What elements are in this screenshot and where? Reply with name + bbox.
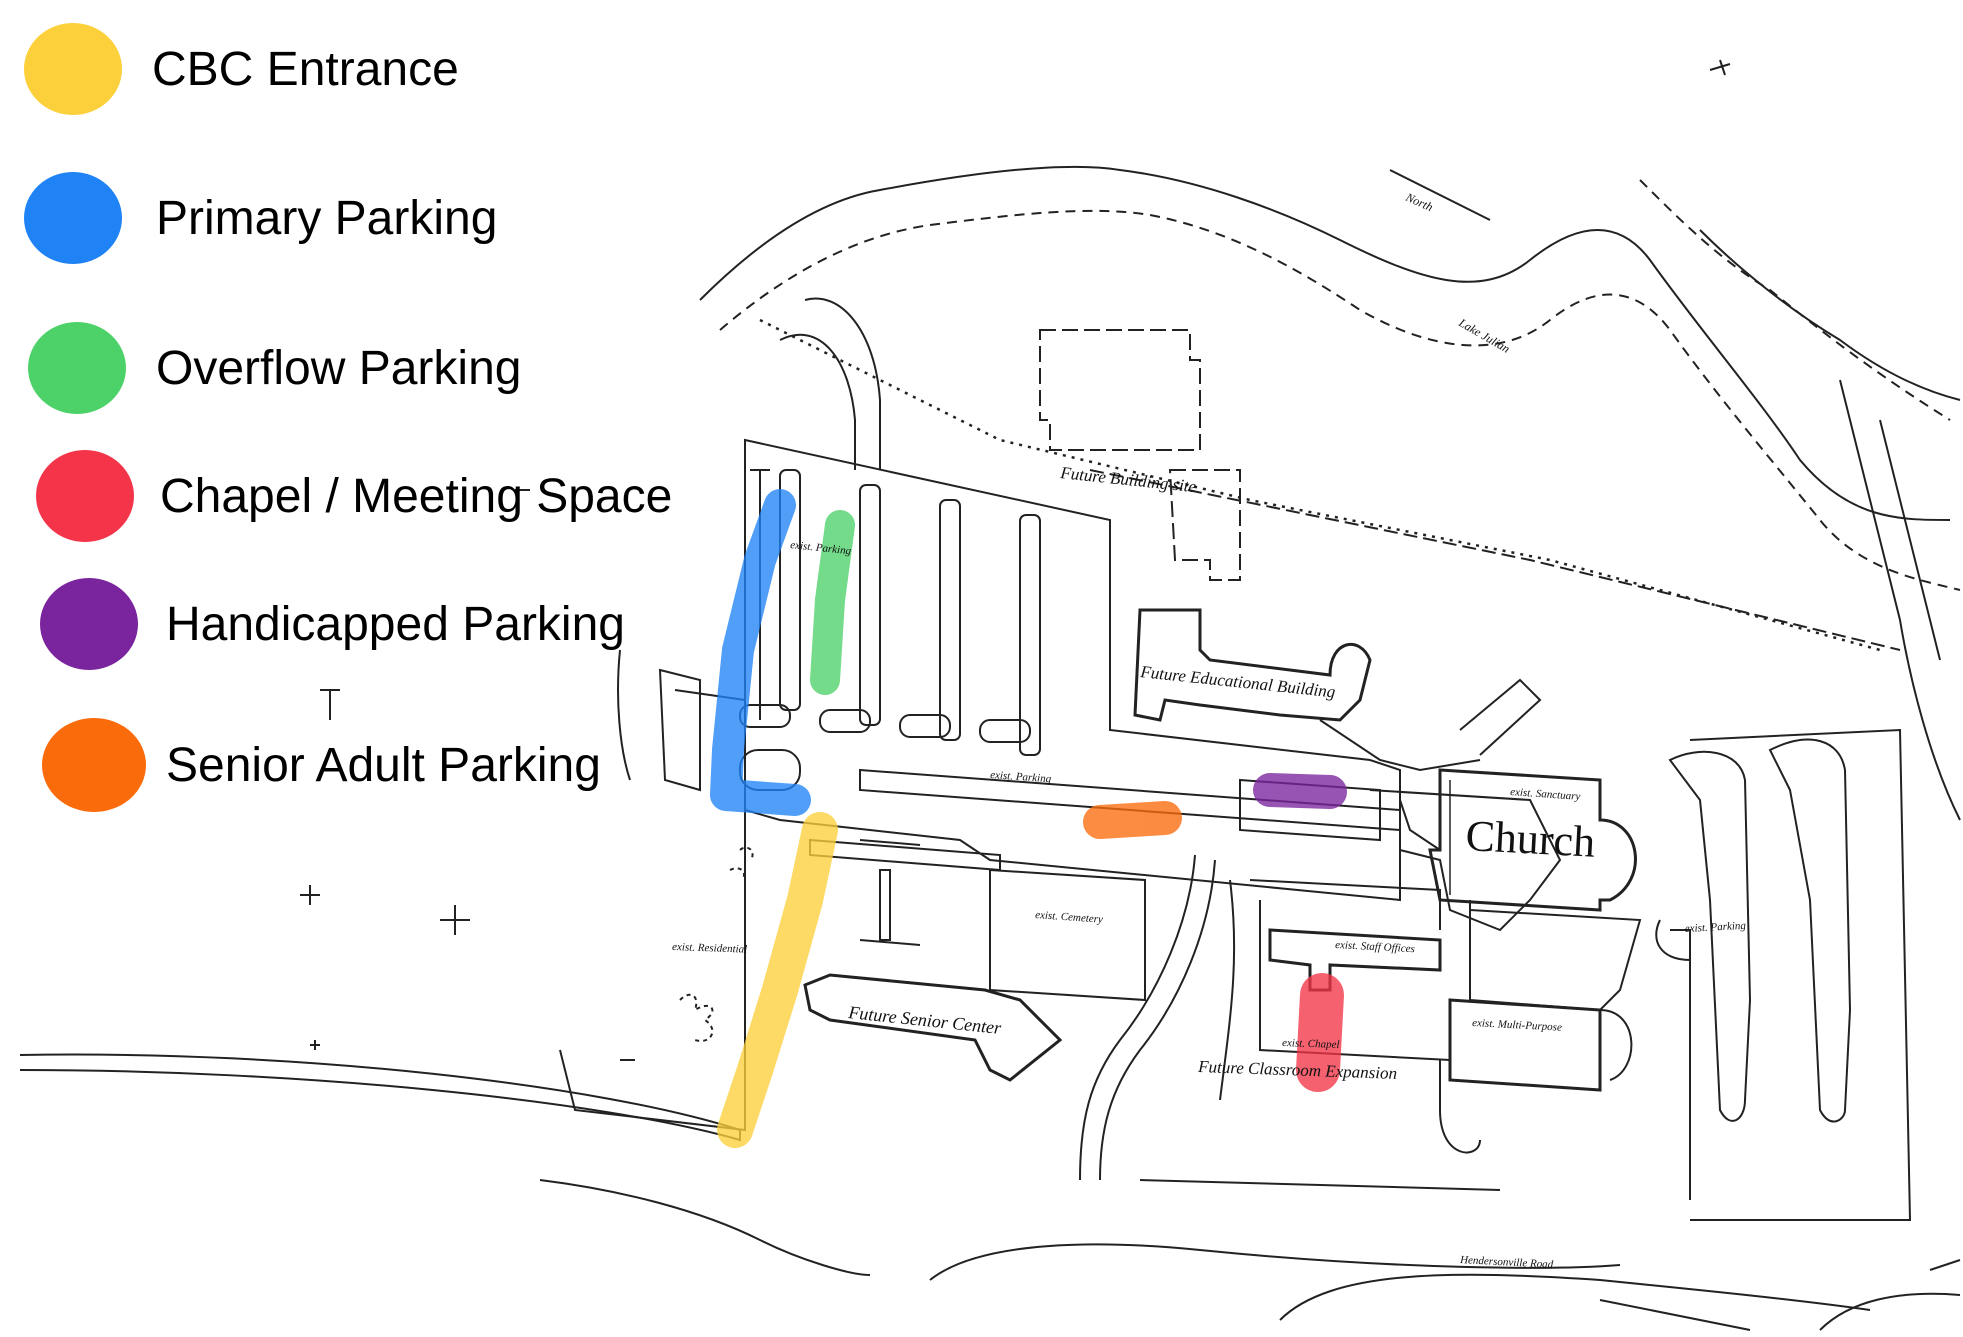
cbc-entrance-highlight — [717, 812, 838, 1148]
future-building-site-outline — [1039, 329, 1201, 451]
exist-multi-purpose-label: exist. Multi-Purpose — [1472, 1017, 1562, 1034]
legend-label-overflow-parking: Overflow Parking — [156, 341, 522, 395]
exist-parking-center-label: exist. Parking — [990, 769, 1052, 785]
hendersonville-road-label: Hendersonville Road — [1459, 1254, 1554, 1271]
future-classroom-expansion-label: Future Classroom Expansion — [1197, 1057, 1398, 1083]
legend-label-chapel: Chapel / Meeting Space — [160, 469, 673, 523]
exist-residential-label: exist. Residential — [672, 941, 748, 956]
primary-parking-highlight — [710, 489, 811, 816]
chapel-highlight — [1296, 973, 1344, 1092]
handicapped-parking-highlight — [1253, 773, 1347, 809]
future-building-site-label: Future Building site — [1059, 463, 1198, 496]
church-label: Church — [1464, 811, 1596, 867]
legend-swatch-overflow-parking — [28, 322, 126, 414]
overflow-parking-highlight — [810, 510, 855, 695]
legend-swatch-handicapped-parking — [40, 578, 138, 670]
legend-item-senior-adult-parking: Senior Adult Parking — [42, 718, 601, 812]
legend-label-handicapped-parking: Handicapped Parking — [166, 597, 625, 651]
north-label: North — [1403, 190, 1435, 215]
exist-sanctuary-label: exist. Sanctuary — [1510, 786, 1581, 803]
hendersonville-road — [19, 1053, 741, 1142]
legend-swatch-chapel — [36, 450, 134, 542]
lake-shoreline — [699, 165, 1951, 521]
legend-swatch-primary-parking — [24, 172, 122, 264]
exist-chapel-label: exist. Chapel — [1282, 1037, 1340, 1051]
exist-cemetery-label: exist. Cemetery — [1035, 909, 1104, 926]
legend-item-overflow-parking: Overflow Parking — [28, 322, 521, 414]
future-educational-building-label: Future Educational Building — [1139, 662, 1337, 701]
church-outline — [1428, 768, 1637, 912]
senior-adult-parking-highlight — [1083, 801, 1182, 839]
legend-label-primary-parking: Primary Parking — [156, 191, 498, 245]
exist-parking-east-label: exist. Parking — [1685, 920, 1747, 935]
property-line — [759, 318, 1881, 652]
parking-lot-outline — [744, 438, 1401, 902]
multi-purpose-outline — [1448, 998, 1602, 1092]
lake-julian-label: Lake Julian — [1456, 315, 1513, 356]
legend-swatch-cbc-entrance — [24, 23, 122, 115]
exist-staff-offices-label: exist. Staff Offices — [1335, 939, 1415, 955]
legend-item-primary-parking: Primary Parking — [24, 172, 497, 264]
legend-item-cbc-entrance: CBC Entrance — [24, 23, 459, 115]
map-legend: CBC Entrance Primary Parking Overflow Pa… — [0, 0, 720, 840]
legend-swatch-senior-adult-parking — [42, 718, 146, 812]
legend-label-cbc-entrance: CBC Entrance — [152, 42, 459, 96]
legend-item-handicapped-parking: Handicapped Parking — [40, 578, 625, 670]
north-arrow-icon — [1389, 169, 1491, 221]
future-educational-building-outline — [1133, 608, 1372, 722]
future-senior-center-outline — [803, 973, 1063, 1082]
legend-item-chapel: Chapel / Meeting Space — [36, 450, 672, 542]
legend-label-senior-adult-parking: Senior Adult Parking — [166, 738, 601, 792]
east-parking-outline — [1689, 728, 1912, 1221]
